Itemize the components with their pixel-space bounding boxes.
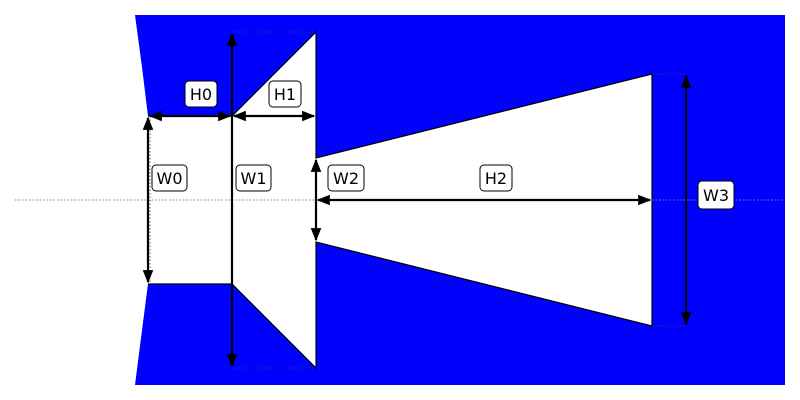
- svg-text:H2: H2: [485, 169, 507, 188]
- svg-text:H0: H0: [190, 85, 212, 104]
- h0-label: H0: [184, 80, 218, 108]
- svg-text:W1: W1: [241, 169, 267, 188]
- w1-label: W1: [235, 164, 272, 192]
- svg-text:W2: W2: [333, 169, 359, 188]
- w3-label: W3: [697, 180, 735, 210]
- h1-label: H1: [268, 80, 302, 108]
- svg-text:W0: W0: [157, 169, 183, 188]
- w2-label: W2: [327, 164, 365, 192]
- svg-text:H1: H1: [274, 85, 296, 104]
- w0-label: W0: [151, 164, 188, 192]
- h2-label: H2: [479, 164, 513, 192]
- svg-text:W3: W3: [703, 186, 729, 205]
